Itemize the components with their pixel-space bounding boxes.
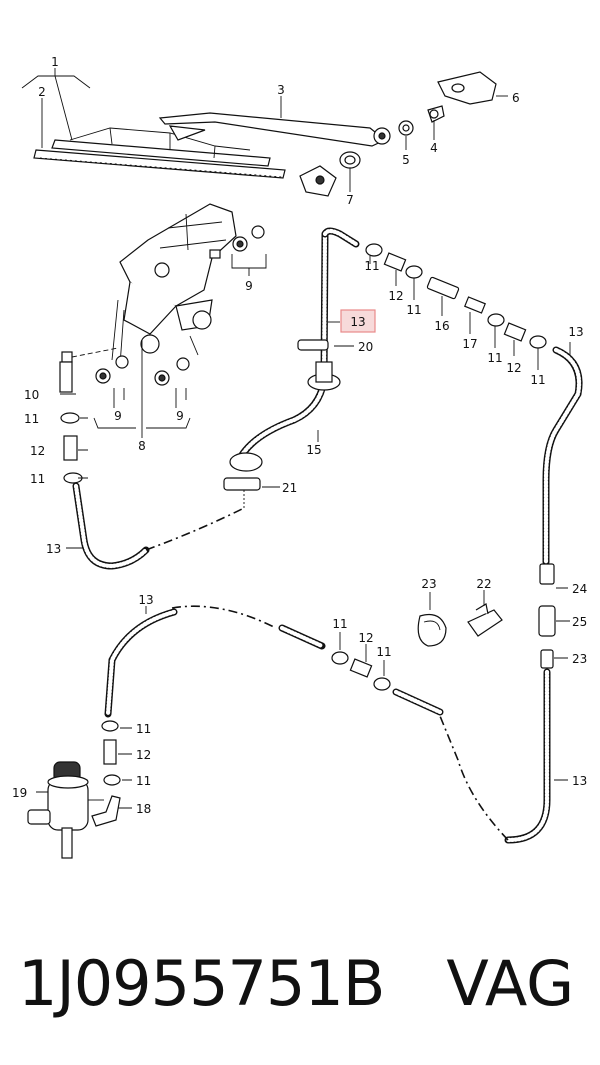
callout-19: 19 [12,786,27,800]
stud-bolt [427,105,445,123]
hose-clamp [529,335,547,349]
callout-11d: 11 [530,373,545,387]
protective-sleeve [538,605,556,637]
hose-clamp [365,243,383,257]
hose-clamp [60,412,80,424]
seal-grommet [339,151,361,169]
callout-5: 5 [402,153,410,167]
callout-11f: 11 [30,472,45,486]
callout-18: 18 [136,802,151,816]
callout-4: 4 [430,141,438,155]
hose-clamp [331,651,349,665]
callout-12a: 12 [388,289,403,303]
callout-13a: 13 [568,325,583,339]
callout-7: 7 [346,193,354,207]
brand-name: VAG [446,946,575,1020]
callout-11a: 11 [364,259,379,273]
callout-12d: 12 [358,631,373,645]
callout-13d: 13 [572,774,587,788]
connector [539,563,555,585]
washer-pump [27,761,104,859]
callout-12b: 12 [506,361,521,375]
callout-12c: 12 [30,444,45,458]
spindle-nut [299,165,337,197]
callout-21: 21 [282,481,297,495]
callout-11j: 11 [136,774,151,788]
callout-11b: 11 [406,303,421,317]
grommet [154,357,190,386]
hose-clip [417,613,447,647]
hose-grommet [223,452,263,491]
wiper-motor [111,203,237,366]
grommet [95,355,129,384]
callout-3: 3 [277,83,285,97]
retaining-clip [297,339,329,351]
callout-22: 22 [476,577,491,591]
wiper-arm [158,112,391,147]
connector-piece [349,658,373,678]
callout-13c: 13 [46,542,61,556]
connector-piece [63,435,78,461]
angle-connector [91,795,121,827]
leader-lines [21,68,571,809]
callout-11h: 11 [376,645,391,659]
parts-diagram: 1 2 3 4 5 6 7 9 11 12 11 16 17 11 12 11 … [12,55,587,859]
callout-16: 16 [434,319,449,333]
nut [398,120,414,136]
connector [540,649,554,669]
hose-clamp [405,265,423,279]
connector-piece [103,739,117,765]
callout-1: 1 [51,55,59,69]
callout-20: 20 [358,340,373,354]
nozzle-connector [59,351,73,393]
callout-8: 8 [138,439,146,453]
callout-11e: 11 [24,412,39,426]
callout-6: 6 [512,91,520,105]
callout-15: 15 [306,443,321,457]
callout-9a: 9 [245,279,253,293]
hose-grommet [307,361,341,391]
cover-cap [437,71,497,105]
callout-13e: 13 [138,593,153,607]
grommet [232,225,265,252]
callout-23a: 23 [421,577,436,591]
callout-23b: 23 [572,652,587,666]
reducer-connector [464,296,486,314]
holder-clip [467,603,503,637]
hose-clamp [101,720,119,732]
callout-2: 2 [38,85,46,99]
highlight-box [340,309,376,333]
footer: 1J0955751B VAG [18,938,598,1028]
non-return-valve [426,276,460,300]
callout-12e: 12 [136,748,151,762]
hose-clamp [103,774,121,786]
wiper-blade [33,127,286,179]
connector-piece [503,322,527,342]
callout-17: 17 [462,337,477,351]
callout-10: 10 [24,388,39,402]
callout-24: 24 [572,582,587,596]
hose-clamp [373,677,391,691]
callout-9b: 9 [114,409,122,423]
callout-11c: 11 [487,351,502,365]
callout-9c: 9 [176,409,184,423]
callout-11i: 11 [136,722,151,736]
callout-13-highlighted: 13 [350,315,365,329]
part-number: 1J0955751B [18,946,385,1020]
connector-piece [383,252,407,272]
callout-25: 25 [572,615,587,629]
hose-clamp [487,313,505,327]
callout-11g: 11 [332,617,347,631]
